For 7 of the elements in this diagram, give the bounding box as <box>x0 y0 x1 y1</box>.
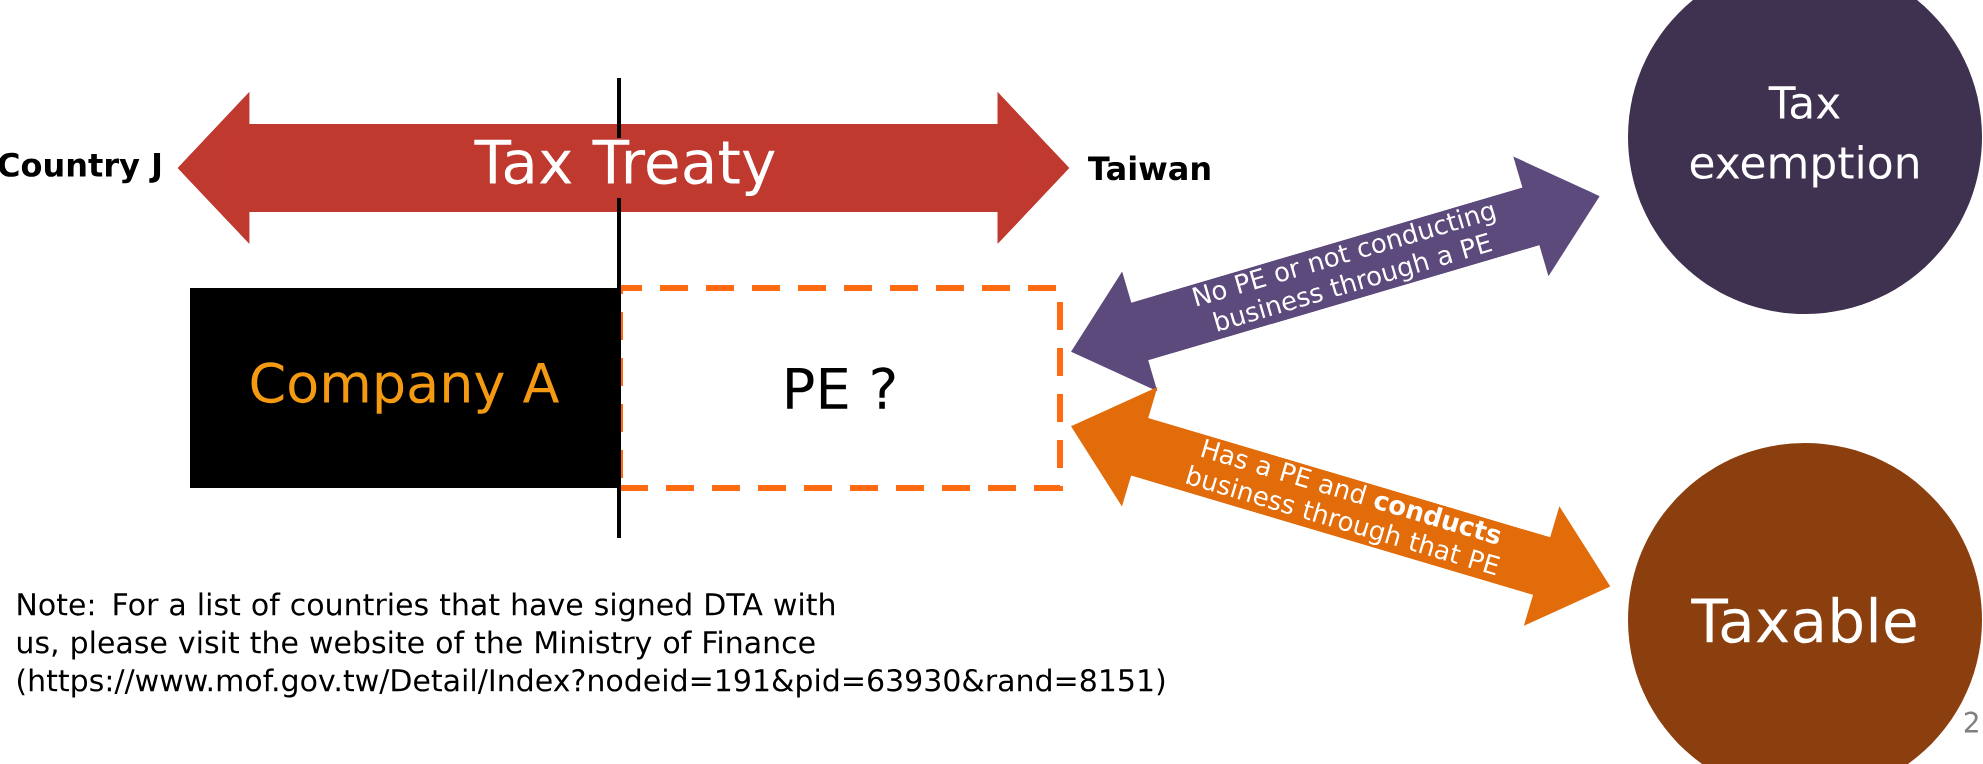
country-label: Taiwan <box>1088 155 1210 181</box>
edge-label: Tax Treaty <box>472 137 779 199</box>
node-label: Company A <box>251 362 560 414</box>
company-box: Company A <box>190 288 618 488</box>
pe-box: PE ? <box>617 285 1063 491</box>
page-number: 2 <box>1964 711 1978 733</box>
note-text: Note: For a list of countries that have signed DTA with us, please visit the website of the Ministry of Finance (https://www.mof.gov.tw/Detail/Index?nodeid=191&pid=63930&rand=8151) <box>17 592 1165 698</box>
